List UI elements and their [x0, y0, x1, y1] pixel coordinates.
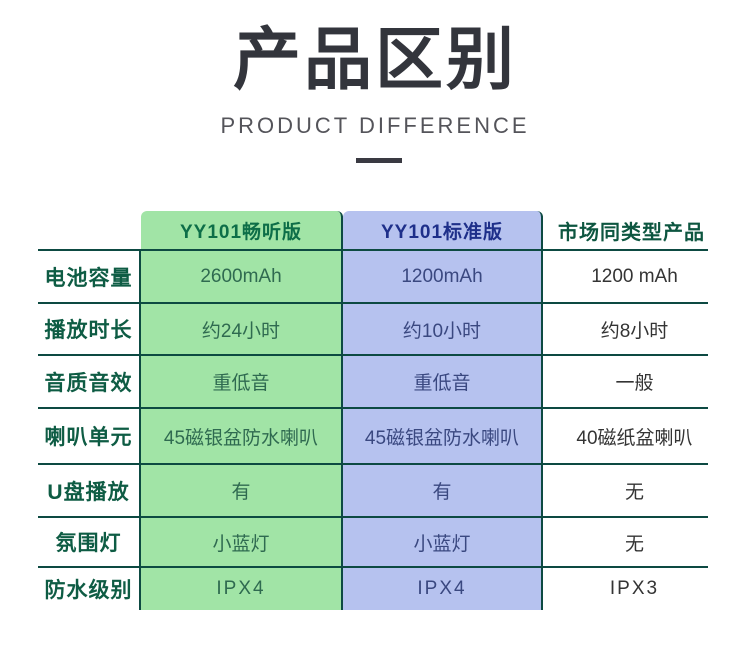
row-label-speaker-unit: 喇叭单元 — [38, 407, 141, 463]
table-cell: 无 — [543, 463, 708, 516]
table-cell: 有 — [343, 463, 543, 516]
table-cell: 重低音 — [141, 354, 343, 407]
table-cell: 重低音 — [343, 354, 543, 407]
page-title: 产品区别 — [232, 22, 517, 98]
table-cell: 45磁银盆防水喇叭 — [141, 407, 343, 463]
table-cell: IPX3 — [543, 566, 708, 610]
comparison-table: YY101畅听版 YY101标准版 市场同类型产品 电池容量 2600mAh 1… — [38, 211, 708, 610]
table-cell: 40磁纸盆喇叭 — [543, 407, 708, 463]
table-cell: IPX4 — [343, 566, 543, 610]
row-label-battery-capacity: 电池容量 — [38, 249, 141, 302]
table-cell: 1200 mAh — [543, 249, 708, 302]
table-cell: 小蓝灯 — [141, 516, 343, 566]
table-cell: 约10小时 — [343, 302, 543, 354]
table-cell: IPX4 — [141, 566, 343, 610]
table-cell: 一般 — [543, 354, 708, 407]
column-header-market-similar: 市场同类型产品 — [558, 221, 705, 244]
row-label-sound-quality: 音质音效 — [38, 354, 141, 407]
table-cell: 45磁银盆防水喇叭 — [343, 407, 543, 463]
row-label-playback-time: 播放时长 — [38, 302, 141, 354]
table-cell: 1200mAh — [343, 249, 543, 302]
row-label-waterproof-rating: 防水级别 — [38, 566, 141, 610]
table-cell: 有 — [141, 463, 343, 516]
table-cell: 小蓝灯 — [343, 516, 543, 566]
table-cell: 2600mAh — [141, 249, 343, 302]
column-header-yy101-standard: YY101标准版 — [343, 211, 543, 249]
corner-cell — [38, 211, 141, 249]
table-cell: 约24小时 — [141, 302, 343, 354]
table-cell: 约8小时 — [543, 302, 708, 354]
table-cell: 无 — [543, 516, 708, 566]
column-header-yy101-changting: YY101畅听版 — [141, 211, 343, 249]
page-subtitle: PRODUCT DIFFERENCE — [220, 113, 530, 138]
row-label-usb-playback: U盘播放 — [38, 463, 141, 516]
row-label-ambient-light: 氛围灯 — [38, 516, 141, 566]
title-divider-bar — [356, 158, 402, 163]
